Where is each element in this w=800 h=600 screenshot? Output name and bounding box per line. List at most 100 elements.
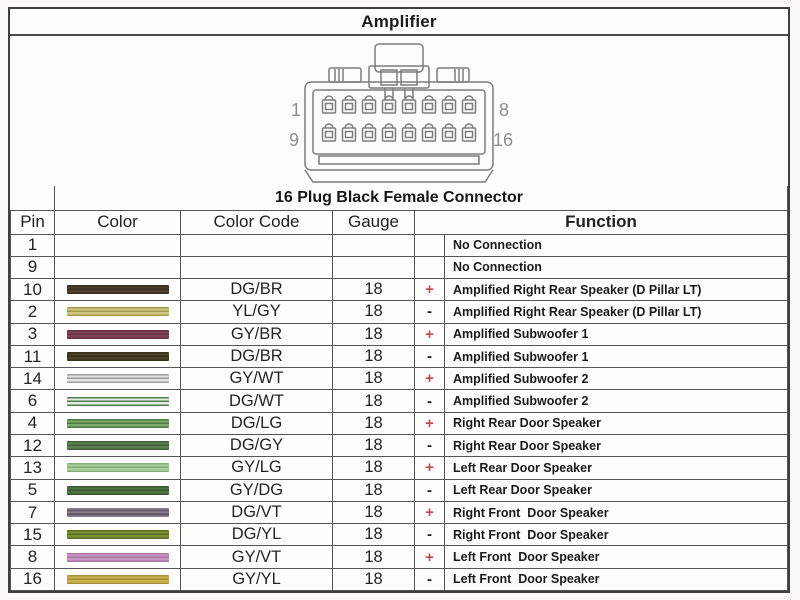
polarity-sign: - (414, 389, 445, 413)
wire-color-cell (54, 434, 181, 458)
column-header-gauge: Gauge (332, 209, 415, 235)
polarity-sign: + (414, 411, 445, 436)
color-code: GY/YL (180, 567, 333, 592)
gauge-value: 18 (332, 367, 415, 391)
pin-number: 4 (10, 411, 55, 436)
connector-diagram: 1 8 9 16 (10, 36, 788, 186)
function-label: Amplified Subwoofer 1 (444, 322, 788, 346)
table-row: 14 GY/WT 18 + Amplified Subwoofer 2 (10, 367, 788, 391)
function-label: Amplified Right Rear Speaker (D Pillar L… (444, 278, 788, 302)
gauge-value (332, 255, 415, 280)
wire-color-swatch (66, 418, 169, 428)
function-label: Right Front Door Speaker (444, 500, 788, 525)
function-label: Right Rear Door Speaker (444, 434, 788, 458)
pin-number: 14 (10, 367, 55, 391)
gauge-value: 18 (332, 523, 415, 547)
wire-color-cell (54, 456, 181, 480)
wire-color-cell (54, 344, 181, 369)
column-header-color-code: Color Code (180, 209, 333, 235)
connector-rib-right-icon (436, 67, 470, 83)
polarity-sign: + (414, 322, 445, 346)
gauge-value: 18 (332, 456, 415, 480)
function-label: Left Front Door Speaker (444, 567, 788, 592)
wire-color-cell (54, 567, 181, 592)
color-code: GY/VT (180, 545, 333, 569)
gauge-value: 18 (332, 322, 415, 346)
wire-color-cell (54, 389, 181, 413)
table-row: 9 No Connection (10, 255, 788, 280)
wiring-diagram-sheet: Amplifier (8, 7, 790, 593)
pin-label-9: 9 (289, 130, 299, 150)
table-row: 6 DG/WT 18 - Amplified Subwoofer 2 (10, 389, 788, 413)
table-row: 4 DG/LG 18 + Right Rear Door Speaker (10, 411, 788, 436)
table-row: 10 DG/BR 18 + Amplified Right Rear Speak… (10, 278, 788, 302)
gauge-value (332, 233, 415, 257)
color-code: DG/WT (180, 389, 333, 413)
gauge-value: 18 (332, 545, 415, 569)
wire-color-swatch (66, 329, 169, 339)
connector-caption: 16 Plug Black Female Connector (54, 186, 788, 211)
wire-color-cell (54, 233, 181, 257)
pin-label-1: 1 (291, 100, 301, 120)
gauge-value: 18 (332, 411, 415, 436)
connector-rib-left-icon (328, 67, 362, 83)
polarity-sign (414, 255, 445, 280)
gauge-value: 18 (332, 500, 415, 525)
wire-color-cell (54, 300, 181, 324)
function-label: Left Rear Door Speaker (444, 456, 788, 480)
pin-number: 11 (10, 344, 55, 369)
column-header-color: Color (54, 209, 181, 235)
wire-color-swatch (66, 441, 169, 451)
table-row: 12 DG/GY 18 - Right Rear Door Speaker (10, 434, 788, 458)
wire-color-cell (54, 545, 181, 569)
table-header-row: Pin Color Color Code Gauge Function (10, 209, 788, 235)
pin-number: 12 (10, 434, 55, 458)
gauge-value: 18 (332, 567, 415, 592)
wire-color-cell (54, 367, 181, 391)
wire-color-swatch (66, 307, 169, 317)
table-row: 2 YL/GY 18 - Amplified Right Rear Speake… (10, 300, 788, 324)
connector-latch-icon (368, 43, 430, 100)
polarity-sign: - (414, 478, 445, 502)
polarity-sign (414, 233, 445, 257)
color-code: DG/BR (180, 278, 333, 302)
wire-color-cell (54, 478, 181, 502)
pin-function-table: 16 Plug Black Female Connector Pin Color… (10, 186, 788, 592)
wire-color-swatch (66, 508, 169, 518)
connector-terminals (321, 95, 477, 142)
function-label: Amplified Right Rear Speaker (D Pillar L… (444, 300, 788, 324)
color-code: DG/VT (180, 500, 333, 525)
function-label: Amplified Subwoofer 2 (444, 389, 788, 413)
table-row: 11 DG/BR 18 - Amplified Subwoofer 1 (10, 344, 788, 369)
pin-number: 9 (10, 255, 55, 280)
page-title: Amplifier (10, 9, 788, 36)
polarity-sign: - (414, 523, 445, 547)
wire-color-swatch (66, 530, 169, 540)
gauge-value: 18 (332, 389, 415, 413)
function-label: No Connection (444, 255, 788, 280)
polarity-sign: + (414, 278, 445, 302)
gauge-value: 18 (332, 434, 415, 458)
gauge-value: 18 (332, 344, 415, 369)
color-code (180, 233, 333, 257)
table-row: 7 DG/VT 18 + Right Front Door Speaker (10, 500, 788, 525)
wire-color-cell (54, 523, 181, 547)
table-row: 3 GY/BR 18 + Amplified Subwoofer 1 (10, 322, 788, 346)
color-code: DG/BR (180, 344, 333, 369)
color-code: GY/DG (180, 478, 333, 502)
wire-color-swatch (66, 285, 169, 295)
function-label: No Connection (444, 233, 788, 257)
polarity-sign: + (414, 367, 445, 391)
function-label: Amplified Subwoofer 2 (444, 367, 788, 391)
pin-label-8: 8 (499, 100, 509, 120)
pin-number: 8 (10, 545, 55, 569)
polarity-sign: - (414, 567, 445, 592)
function-label: Right Rear Door Speaker (444, 411, 788, 436)
table-row: 8 GY/VT 18 + Left Front Door Speaker (10, 545, 788, 569)
table-row: 5 GY/DG 18 - Left Rear Door Speaker (10, 478, 788, 502)
polarity-sign: - (414, 344, 445, 369)
wire-color-swatch (66, 552, 169, 562)
table-row: 15 DG/YL 18 - Right Front Door Speaker (10, 523, 788, 547)
wire-color-swatch (66, 396, 169, 406)
wire-color-cell (54, 500, 181, 525)
